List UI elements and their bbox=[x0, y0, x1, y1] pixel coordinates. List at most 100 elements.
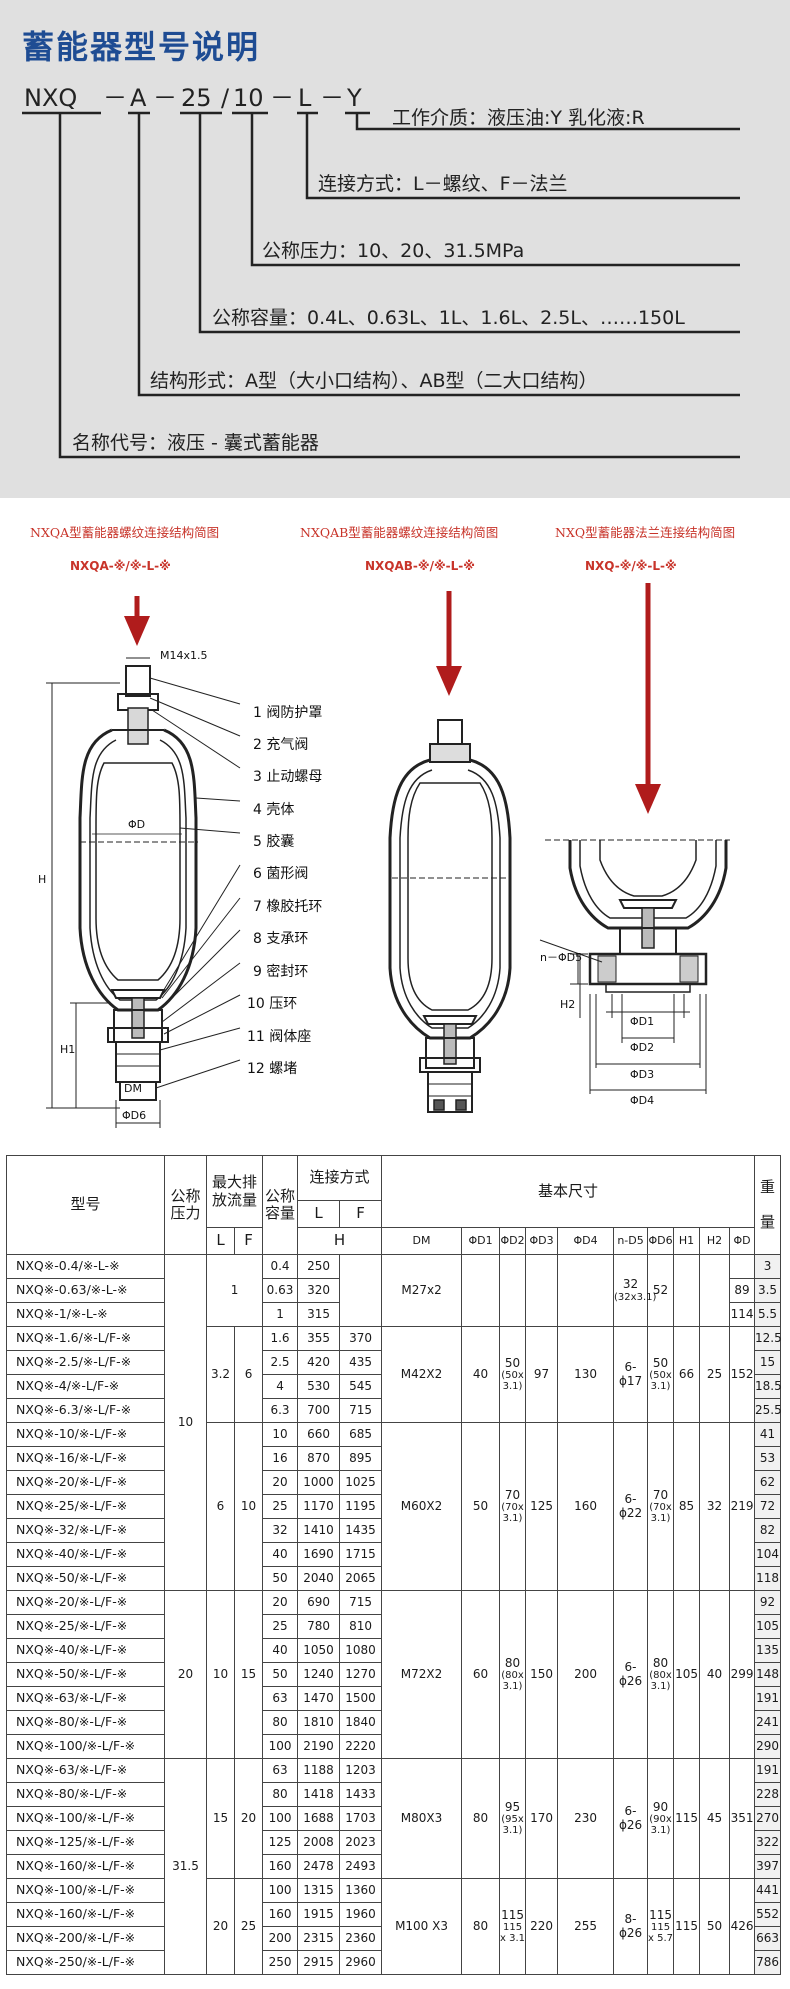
code-part-connection: L bbox=[298, 84, 312, 112]
h-l-cell: 1688 bbox=[297, 1806, 341, 1831]
part-label-8: 8 支承环 bbox=[253, 931, 308, 947]
red-arrows bbox=[124, 583, 661, 814]
weight-cell: 82 bbox=[754, 1518, 782, 1543]
d1-cell: 50 bbox=[461, 1422, 501, 1591]
model-cell: NXQ※-2.5/※-L/F-※ bbox=[6, 1350, 165, 1375]
part-label-11: 11 阀体座 bbox=[247, 1029, 311, 1045]
weight-cell: 191 bbox=[754, 1686, 782, 1711]
d3-cell: 150 bbox=[525, 1590, 559, 1759]
h-l-cell: 250 bbox=[297, 1254, 341, 1279]
h-f-cell: 685 bbox=[339, 1422, 383, 1447]
d2-cell: 80(80x 3.1) bbox=[499, 1590, 527, 1759]
volume-cell: 20 bbox=[262, 1470, 299, 1495]
h-f-cell: 1195 bbox=[339, 1494, 383, 1519]
header-h: H bbox=[297, 1227, 383, 1255]
h1-cell: 105 bbox=[673, 1590, 701, 1759]
pressure-cell: 20 bbox=[164, 1590, 207, 1759]
model-cell: NXQ※-40/※-L/F-※ bbox=[6, 1542, 165, 1567]
dim-m14: M14x1.5 bbox=[160, 649, 208, 662]
model-cell: NXQ※-80/※-L/F-※ bbox=[6, 1710, 165, 1735]
n-d5-cell: 6-ϕ26 bbox=[613, 1758, 649, 1879]
h-l-cell: 700 bbox=[297, 1398, 341, 1423]
header-pressure: 公称压力 bbox=[164, 1155, 207, 1255]
model-code-title: 蓄能器型号说明 bbox=[22, 28, 261, 66]
dim-dm: DM bbox=[124, 1082, 142, 1095]
code-dash-1: － bbox=[103, 84, 127, 112]
volume-cell: 125 bbox=[262, 1830, 299, 1855]
part-label-7: 7 橡胶托环 bbox=[253, 898, 322, 915]
h-f-cell: 2493 bbox=[339, 1854, 383, 1879]
weight-cell: 5.5 bbox=[754, 1302, 782, 1327]
dim-n-d5: n－ΦD5 bbox=[540, 951, 582, 964]
d4-cell bbox=[557, 1254, 615, 1327]
phi-d-cell: 114 bbox=[729, 1302, 756, 1327]
dim-h2: H2 bbox=[560, 998, 575, 1011]
desc-connection: 连接方式：L－螺纹、F－法兰 bbox=[318, 173, 568, 195]
h-l-cell: 315 bbox=[297, 1302, 341, 1327]
flow-cell: 1 bbox=[205, 1254, 264, 1327]
weight-cell: 663 bbox=[754, 1926, 782, 1951]
d1-cell bbox=[461, 1254, 501, 1327]
weight-cell: 118 bbox=[754, 1566, 782, 1591]
h-f-cell: 1080 bbox=[339, 1638, 383, 1663]
part-label-10: 10 压环 bbox=[247, 996, 297, 1012]
volume-cell: 40 bbox=[262, 1638, 299, 1663]
volume-cell: 250 bbox=[262, 1950, 299, 1975]
h-f-cell: 370 bbox=[339, 1326, 383, 1351]
d4-cell: 160 bbox=[557, 1422, 615, 1591]
d4-cell: 130 bbox=[557, 1326, 615, 1423]
h-l-cell: 690 bbox=[297, 1590, 341, 1615]
weight-cell: 105 bbox=[754, 1614, 782, 1639]
model-cell: NXQ※-0.63/※-L-※ bbox=[6, 1278, 165, 1303]
header-model: 型号 bbox=[6, 1155, 165, 1255]
desc-name: 名称代号：液压 - 囊式蓄能器 bbox=[72, 432, 319, 454]
weight-cell: 104 bbox=[754, 1542, 782, 1567]
d3-cell: 125 bbox=[525, 1422, 559, 1591]
weight-cell: 18.5 bbox=[754, 1374, 782, 1399]
h-l-cell: 660 bbox=[297, 1422, 341, 1447]
weight-cell: 241 bbox=[754, 1710, 782, 1735]
header-dm: DM bbox=[381, 1227, 463, 1255]
n-d5-cell: 8-ϕ26 bbox=[613, 1878, 649, 1975]
spec-table-section: 型号 公称压力 最大排放流量 公称容量 连接方式 基本尺寸 重量 L F L F… bbox=[6, 1155, 782, 1975]
d3-cell bbox=[525, 1254, 559, 1327]
model-cell: NXQ※-0.4/※-L-※ bbox=[6, 1254, 165, 1279]
weight-cell: 441 bbox=[754, 1878, 782, 1903]
flow-l-cell: 10 bbox=[206, 1590, 235, 1759]
part-label-4: 4 壳体 bbox=[253, 801, 294, 818]
d3-cell: 170 bbox=[525, 1758, 559, 1879]
header-weight: 重量 bbox=[754, 1155, 782, 1255]
model-code-section: 蓄能器型号说明 NXQ － A － 25 / 10 － L bbox=[0, 0, 790, 498]
flow-l-cell: 20 bbox=[206, 1878, 235, 1975]
structure-drawings: NXQA型蓄能器螺纹连接结构简图 NXQAB型蓄能器螺纹连接结构简图 NXQ型蓄… bbox=[0, 498, 790, 1138]
phi-d-cell: 219 bbox=[729, 1422, 756, 1591]
volume-cell: 6.3 bbox=[262, 1398, 299, 1423]
header-h2: H2 bbox=[699, 1227, 731, 1255]
header-connection: 连接方式 bbox=[297, 1155, 383, 1201]
h-f-cell bbox=[339, 1254, 383, 1327]
flow-l-cell: 6 bbox=[206, 1422, 235, 1591]
d1-cell: 60 bbox=[461, 1590, 501, 1759]
h-f-cell: 1435 bbox=[339, 1518, 383, 1543]
header-flow-f: F bbox=[233, 1227, 264, 1255]
n-d5-cell: 6-ϕ17 bbox=[613, 1326, 649, 1423]
h-f-cell: 545 bbox=[339, 1374, 383, 1399]
h-l-cell: 2478 bbox=[297, 1854, 341, 1879]
part-label-1: 1 阀防护罩 bbox=[253, 705, 322, 721]
spec-table: 型号 公称压力 最大排放流量 公称容量 连接方式 基本尺寸 重量 L F L F… bbox=[6, 1155, 782, 1975]
d2-cell: 70(70x 3.1) bbox=[499, 1422, 527, 1591]
